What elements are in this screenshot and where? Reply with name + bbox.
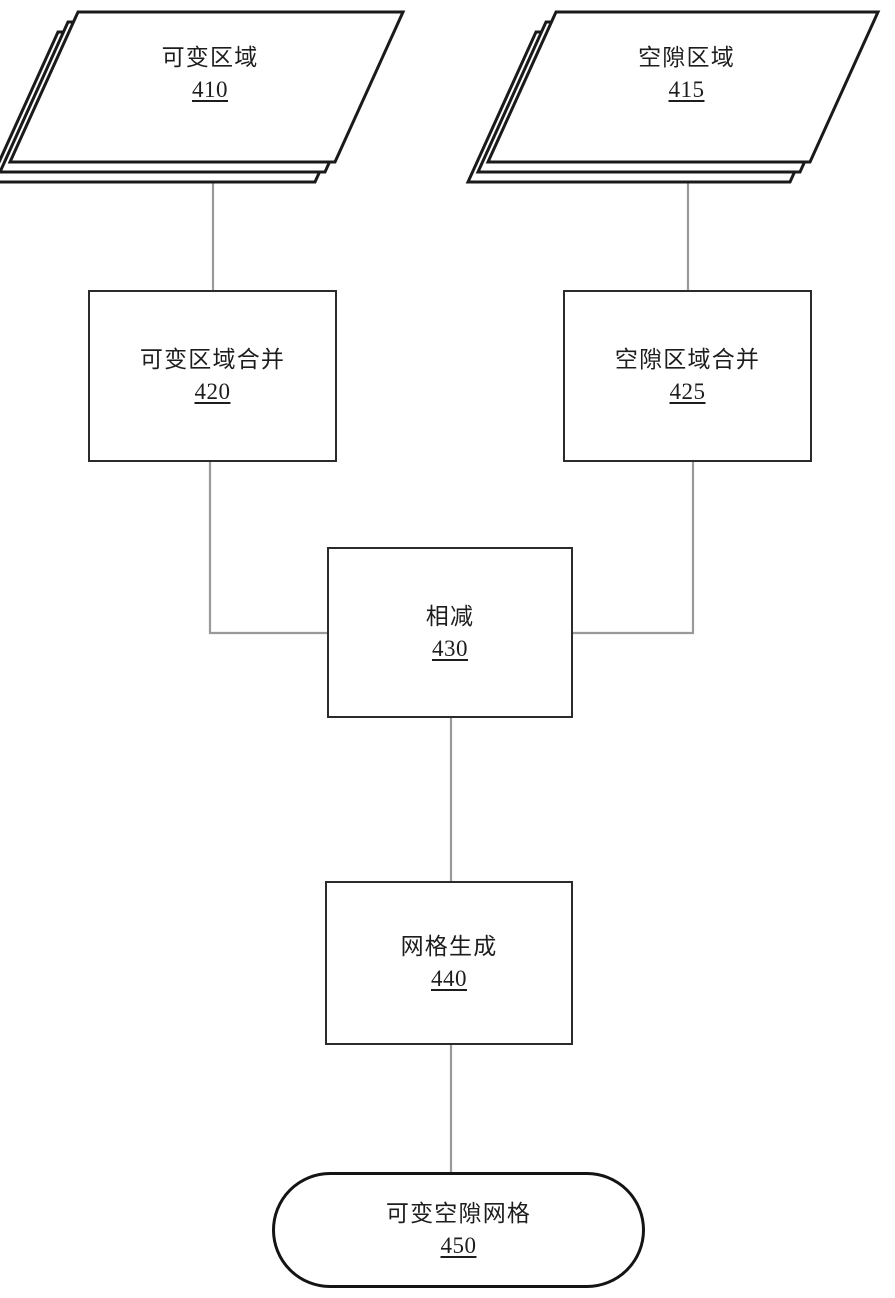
node-variable-regions[interactable]: 可变区域 410 (0, 0, 420, 200)
node-number-450: 450 (440, 1233, 477, 1258)
stacked-sheets-icon (465, 10, 881, 184)
sheet-front-1 (485, 10, 881, 164)
node-void-regions[interactable]: 空隙区域 415 (465, 0, 895, 200)
node-title-415: 空隙区域 (638, 45, 735, 70)
node-number-425: 425 (669, 379, 706, 404)
node-label-410: 可变区域 410 (0, 42, 420, 105)
node-label-450: 可变空隙网格 450 (386, 1198, 531, 1261)
node-title-420: 可变区域合并 (139, 347, 286, 373)
node-subtract[interactable]: 相减 430 (327, 547, 573, 718)
node-number-415: 415 (668, 76, 705, 102)
node-title-430: 相减 (425, 603, 475, 629)
node-number-440: 440 (431, 966, 467, 991)
node-number-430: 430 (432, 635, 468, 661)
node-void-region-merge[interactable]: 空隙区域合并 425 (563, 290, 812, 462)
node-label-420: 可变区域合并 420 (140, 344, 285, 407)
node-title-410: 可变区域 (161, 45, 259, 70)
node-title-440: 网格生成 (400, 934, 498, 960)
node-variable-void-mesh[interactable]: 可变空隙网格 450 (272, 1172, 645, 1288)
node-title-425: 空隙区域合并 (614, 347, 761, 373)
node-label-415: 空隙区域 415 (478, 42, 895, 105)
node-label-440: 网格生成 440 (401, 931, 498, 994)
node-number-420: 420 (194, 379, 231, 404)
node-title-450: 可变空隙网格 (385, 1201, 532, 1227)
node-label-430: 相减 430 (426, 601, 474, 664)
sheet-front-1 (7, 10, 406, 164)
node-variable-region-merge[interactable]: 可变区域合并 420 (88, 290, 337, 462)
node-label-425: 空隙区域合并 425 (615, 344, 760, 407)
node-mesh-generation[interactable]: 网格生成 440 (325, 881, 573, 1045)
connector-425-to-430 (573, 462, 695, 635)
stacked-sheets-icon (0, 10, 406, 184)
node-number-410: 410 (192, 76, 228, 102)
connector-420-to-430 (208, 462, 327, 635)
